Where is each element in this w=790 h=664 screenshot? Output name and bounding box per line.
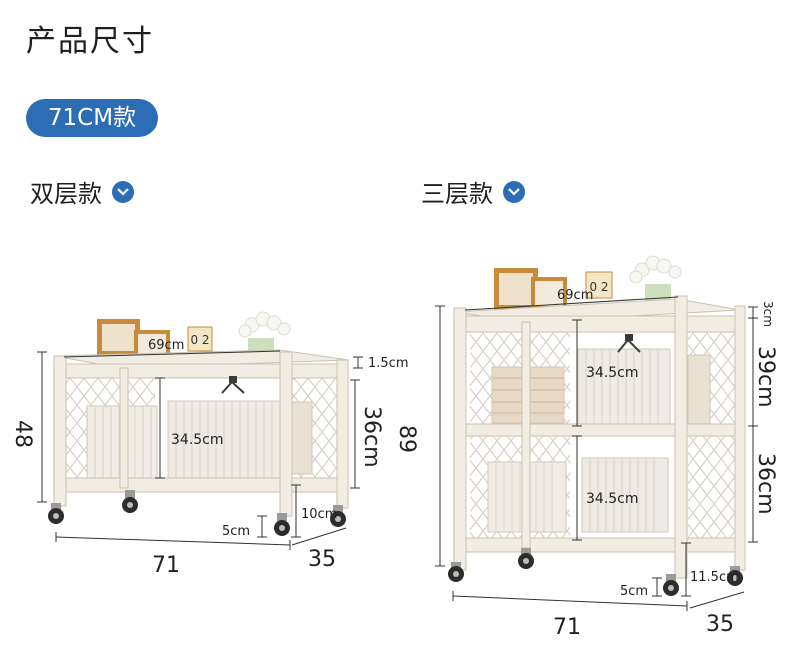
depth-label: 35 xyxy=(308,547,336,572)
flower-vase-decor xyxy=(629,255,682,302)
upper-inner-height-label: 34.5cm xyxy=(586,365,639,381)
caster-wheel xyxy=(448,562,464,582)
desk-clock-decor: 0 2 xyxy=(187,326,213,352)
shelf-width-label: 69cm xyxy=(557,288,593,303)
flower-vase-decor xyxy=(238,311,291,356)
photo-frame-decor xyxy=(97,319,170,360)
top-thickness-label: 1.5cm xyxy=(368,356,409,371)
two-tier-heading[interactable]: 双层款 xyxy=(30,174,134,209)
leg-height-label: 10cm xyxy=(301,507,337,522)
caster-wheel xyxy=(48,503,64,524)
wheel-gap-label: 5cm xyxy=(620,584,648,599)
width-line xyxy=(55,536,291,546)
inner-height-label: 34.5cm xyxy=(171,432,224,448)
two-tier-rack: 0 2 xyxy=(10,311,409,578)
leg-height-label: 11.5cm xyxy=(690,570,739,585)
three-tier-rack: 0 2 xyxy=(394,255,778,640)
caster-wheel xyxy=(727,566,743,586)
rack-frame xyxy=(453,295,746,579)
caster-wheel xyxy=(274,513,290,536)
svg-text:0 2: 0 2 xyxy=(589,280,608,294)
width-label: 71 xyxy=(152,553,180,578)
top-thickness-label: 3cm xyxy=(761,301,775,327)
depth-label: 35 xyxy=(706,612,734,637)
shelf-width-line xyxy=(63,350,281,358)
lower-inner-height-label: 34.5cm xyxy=(586,491,639,507)
wheel-gap-label: 5cm xyxy=(222,524,250,539)
width-line xyxy=(452,595,688,607)
svg-text:0 2: 0 2 xyxy=(190,333,209,347)
depth-line xyxy=(291,527,347,546)
three-tier-heading[interactable]: 三层款 xyxy=(421,174,525,209)
total-height-label: 89 xyxy=(394,425,419,453)
caster-wheel xyxy=(663,574,679,596)
three-tier-label: 三层款 xyxy=(421,180,493,208)
upper-tier-height-label: 39cm xyxy=(753,346,778,408)
lower-tier-height-label: 36cm xyxy=(753,453,778,515)
two-tier-label: 双层款 xyxy=(30,180,102,208)
shelf-width-line xyxy=(464,296,679,311)
hinge-joint xyxy=(229,376,237,383)
hinge-joint xyxy=(617,339,641,353)
side-mesh-panel xyxy=(688,434,736,540)
depth-line xyxy=(689,591,745,609)
size-badge[interactable]: 71CM款 xyxy=(26,99,158,137)
caster-wheel xyxy=(518,548,534,569)
chevron-down-icon[interactable] xyxy=(503,180,525,203)
hinge-joint xyxy=(625,334,633,341)
caster-wheel xyxy=(330,505,346,527)
tier-height-label: 36cm xyxy=(359,406,384,468)
hinge-joint xyxy=(221,381,245,394)
page-title: 产品尺寸 xyxy=(26,24,154,59)
width-label: 71 xyxy=(553,615,581,640)
chevron-down-icon[interactable] xyxy=(112,180,134,203)
total-height-label: 48 xyxy=(10,420,35,448)
caster-wheel xyxy=(122,490,138,513)
shelf-width-label: 69cm xyxy=(148,338,184,353)
desk-clock-decor: 0 2 xyxy=(585,271,613,299)
